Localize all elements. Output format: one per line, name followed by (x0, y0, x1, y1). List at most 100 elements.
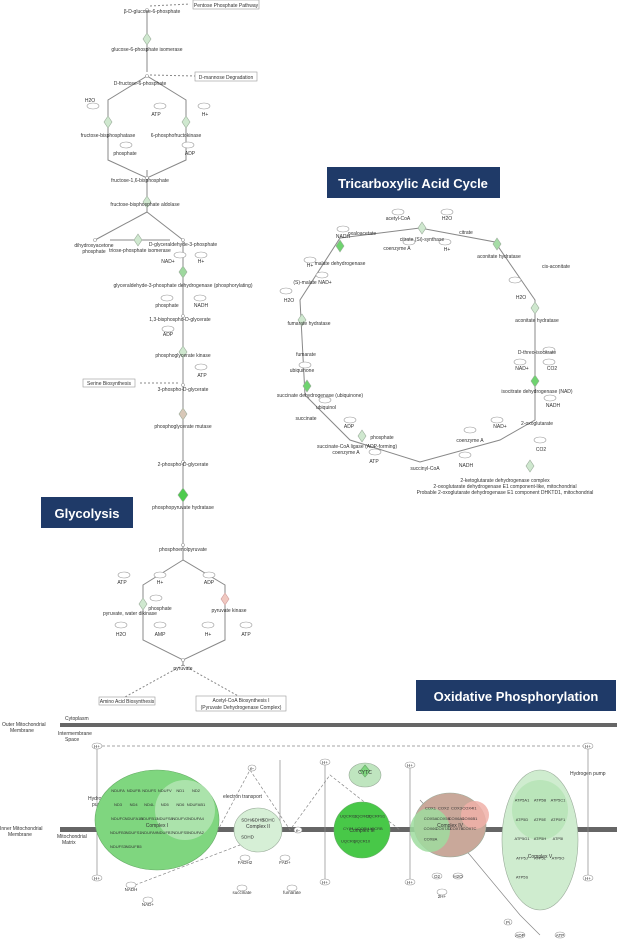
g3p-node[interactable] (181, 238, 185, 242)
hplus-f[interactable] (404, 761, 416, 769)
phosphate2-node[interactable] (160, 294, 174, 302)
tpi-enzyme[interactable] (133, 233, 143, 247)
hplus2-node[interactable] (194, 251, 208, 259)
tca-nadh2-node[interactable] (543, 394, 557, 402)
atp4-node[interactable] (239, 621, 253, 629)
atp3-node[interactable] (117, 571, 131, 579)
fbpase-enzyme[interactable] (103, 115, 113, 129)
amp-node[interactable] (153, 621, 167, 629)
g6p-node[interactable] (145, 8, 149, 12)
hplus-node[interactable] (197, 102, 211, 110)
pg3-node[interactable] (181, 383, 185, 387)
tca-adp-node[interactable] (343, 416, 357, 424)
hplus-g[interactable] (319, 878, 331, 886)
tca-nadh3-node[interactable] (458, 451, 472, 459)
h2o-ox[interactable] (452, 872, 464, 880)
gpi-enzyme[interactable] (142, 32, 152, 46)
nadh-ox[interactable] (125, 881, 137, 889)
phosphate3-node[interactable] (149, 594, 163, 602)
acetylcoa-box[interactable] (195, 695, 287, 712)
hplus-h[interactable] (404, 878, 416, 886)
aldolase-enzyme[interactable] (142, 195, 152, 209)
e-ox-2[interactable] (293, 826, 303, 834)
tca-atp-node[interactable] (368, 448, 382, 456)
atp-node[interactable] (153, 102, 167, 110)
ubiquinol-node[interactable] (318, 396, 332, 404)
scs-enzyme[interactable] (357, 429, 367, 443)
adp-ox[interactable] (514, 931, 526, 939)
mannose-box[interactable] (194, 71, 258, 82)
dhap-node[interactable] (93, 238, 97, 242)
fumarate-ox[interactable] (286, 884, 298, 892)
pk-enzyme[interactable] (220, 592, 230, 606)
citrate-synthase-enzyme[interactable] (417, 221, 427, 235)
pyruvate-node[interactable] (181, 658, 185, 662)
hplus-c[interactable] (91, 874, 103, 882)
h2o-node[interactable] (86, 102, 100, 110)
eno-enzyme[interactable] (177, 487, 189, 503)
bpg-node[interactable] (181, 314, 185, 318)
pep-node[interactable] (181, 543, 185, 547)
fadh2-ox[interactable] (239, 854, 251, 862)
tca-hplus-node[interactable] (438, 238, 452, 246)
tca-h2o-node[interactable] (440, 208, 454, 216)
complex-3[interactable] (333, 801, 391, 859)
hplus4-node[interactable] (201, 621, 215, 629)
co2-node[interactable] (542, 358, 556, 366)
e-ox-1[interactable] (247, 764, 257, 772)
serine-box[interactable] (82, 378, 136, 388)
isocitrate-node[interactable] (542, 346, 556, 354)
acetylcoa-node[interactable] (391, 208, 405, 216)
adp-node[interactable] (181, 141, 195, 149)
tca-h2o2-node[interactable] (508, 276, 522, 284)
tca-nad3-node[interactable] (490, 416, 504, 424)
h2o2-node[interactable] (114, 621, 128, 629)
sdh-enzyme[interactable] (302, 379, 312, 393)
pgk-enzyme[interactable] (178, 345, 188, 359)
hplus3-node[interactable] (153, 571, 167, 579)
ubiquinone-node[interactable] (298, 361, 312, 369)
co2b-node[interactable] (533, 436, 547, 444)
aconitase1-enzyme[interactable] (492, 237, 502, 251)
tca-nad2-node[interactable] (513, 358, 527, 366)
adp2-node[interactable] (161, 325, 175, 333)
fumarase-enzyme[interactable] (297, 313, 307, 327)
phosphate-node[interactable] (119, 141, 133, 149)
hplus-d[interactable] (582, 874, 594, 882)
label-tca-h2o2: H2O (516, 295, 526, 301)
coa2-node[interactable] (463, 426, 477, 434)
nad-node[interactable] (173, 251, 187, 259)
twoh-ox[interactable] (436, 888, 448, 896)
tca-hplus2-node[interactable] (303, 256, 317, 264)
idh-enzyme[interactable] (530, 374, 540, 388)
pi-ox[interactable] (503, 918, 513, 926)
hplus-e[interactable] (319, 758, 331, 766)
kgdh-enzyme[interactable] (525, 459, 535, 473)
atp2-node[interactable] (194, 363, 208, 371)
adp3-node[interactable] (202, 571, 216, 579)
fad-ox[interactable] (279, 854, 291, 862)
coa-node[interactable] (402, 238, 416, 246)
complex-2[interactable] (233, 807, 283, 853)
fbp-node[interactable] (145, 176, 149, 180)
pgm-enzyme[interactable] (178, 407, 188, 421)
mdh-enzyme[interactable] (335, 239, 345, 253)
o2-ox[interactable] (431, 872, 443, 880)
tca-nadh-node[interactable] (336, 225, 350, 233)
amino-box[interactable] (98, 696, 156, 706)
pg2-node[interactable] (181, 460, 185, 464)
pentose-box[interactable] (192, 0, 260, 10)
nadh-node[interactable] (193, 294, 207, 302)
hplus-a[interactable] (91, 742, 103, 750)
f6p-node[interactable] (145, 74, 149, 78)
atp-ox[interactable] (554, 931, 566, 939)
tca-h2o3-node[interactable] (279, 287, 293, 295)
ppdk-enzyme[interactable] (138, 597, 148, 611)
nad-ox[interactable] (142, 896, 154, 904)
tca-nad-node[interactable] (315, 271, 329, 279)
hplus-b[interactable] (582, 742, 594, 750)
gapdh-enzyme[interactable] (178, 265, 188, 279)
pfk-enzyme[interactable] (181, 115, 191, 129)
succinate-ox[interactable] (236, 884, 248, 892)
aconitase2-enzyme[interactable] (530, 301, 540, 315)
